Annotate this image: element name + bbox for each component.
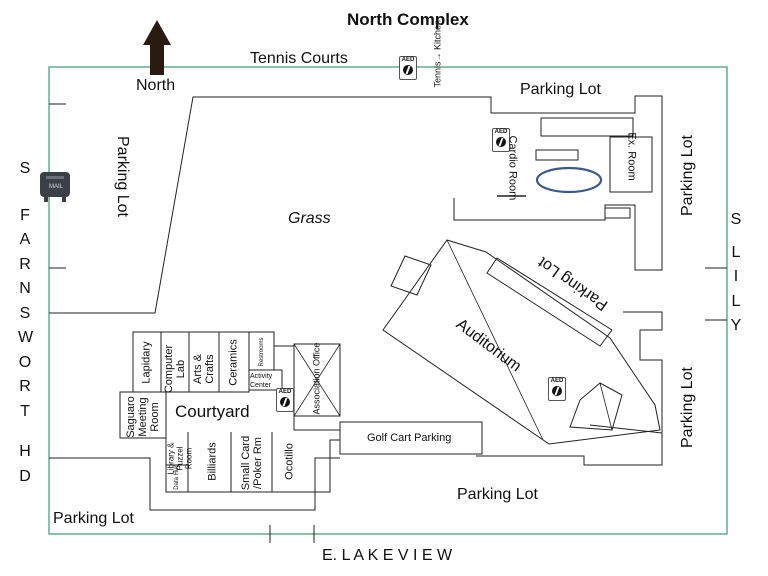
ex-room-label: Ex. Room (625, 132, 638, 181)
ocotillo-label: Ocotillo (283, 443, 296, 480)
computer-lab-label: Computer Lab (163, 344, 187, 394)
auditorium-wing-line (599, 382, 613, 431)
restrooms-label: Restrooms (259, 337, 265, 367)
saguaro-room-box (119, 391, 167, 439)
ceramics-label: Ceramics (227, 339, 240, 386)
parking-lot-north-label: Parking Lot (520, 81, 601, 98)
activity-center-box (248, 369, 283, 391)
association-office-box (293, 343, 341, 417)
ne-building-slot (540, 117, 634, 137)
small-card-label: Small Card /Poker Rm (240, 435, 264, 491)
lapidary-label: Lapidary (140, 341, 153, 384)
auditorium-wing (569, 382, 623, 431)
ex-room-box (609, 136, 653, 193)
parking-lot-south-label: Parking Lot (457, 486, 538, 503)
aed-icon: AED (492, 128, 510, 152)
tennis-kitchen-label: Tennis→ Kitchen (432, 19, 443, 88)
billiards-label: Billiards (206, 442, 219, 481)
golf-cart-parking-label: Golf Cart Parking (367, 432, 452, 444)
auditorium-roof-line (446, 239, 544, 441)
arts-crafts-label: Arts & Crafts (192, 354, 216, 384)
auditorium-annex (390, 255, 432, 296)
e-lakeview-label: E. L A K E V I E W (322, 547, 453, 564)
courtyard-label: Courtyard (175, 402, 250, 421)
aed-icon: AED (276, 388, 294, 412)
data-hub-label: Data Hub (174, 464, 180, 490)
north-label: North (136, 77, 176, 94)
saguaro-room-label: Saguaro Meeting Room (125, 396, 161, 438)
ne-building-slot (604, 207, 631, 219)
association-office-label: Association Office (311, 342, 322, 415)
tennis-courts-label: Tennis Courts (250, 50, 348, 67)
ne-building-slot (535, 149, 579, 161)
auditorium-stage (486, 257, 613, 347)
grass-label: Grass (288, 210, 331, 227)
aed-icon: AED (548, 377, 566, 401)
data-hub-box (165, 464, 189, 493)
mailbox-label: MAIL (49, 184, 64, 190)
pool-shape (535, 166, 603, 194)
property-boundary (48, 66, 728, 535)
parking-lot-east-lower-label: Parking Lot (679, 367, 696, 448)
activity-center-label: Activity Center (250, 373, 273, 389)
parking-lot-southwest-label: Parking Lot (53, 510, 134, 527)
parking-lot-west-label: Parking Lot (114, 136, 131, 217)
cardio-room-label: Cardio Room (506, 135, 519, 201)
map-title: North Complex (347, 10, 469, 29)
sw-parking-boundary (49, 457, 340, 511)
parking-lot-east-upper-label: Parking Lot (679, 135, 696, 216)
east-parking-boundary (589, 424, 663, 434)
association-office-diag (293, 343, 341, 417)
auditorium-outline (382, 239, 661, 445)
library-label: Library & Puzzel Room (166, 442, 194, 475)
east-parking-boundary (476, 311, 663, 466)
aed-icon: AED (399, 56, 417, 80)
golf-cart-parking-box (339, 421, 483, 455)
